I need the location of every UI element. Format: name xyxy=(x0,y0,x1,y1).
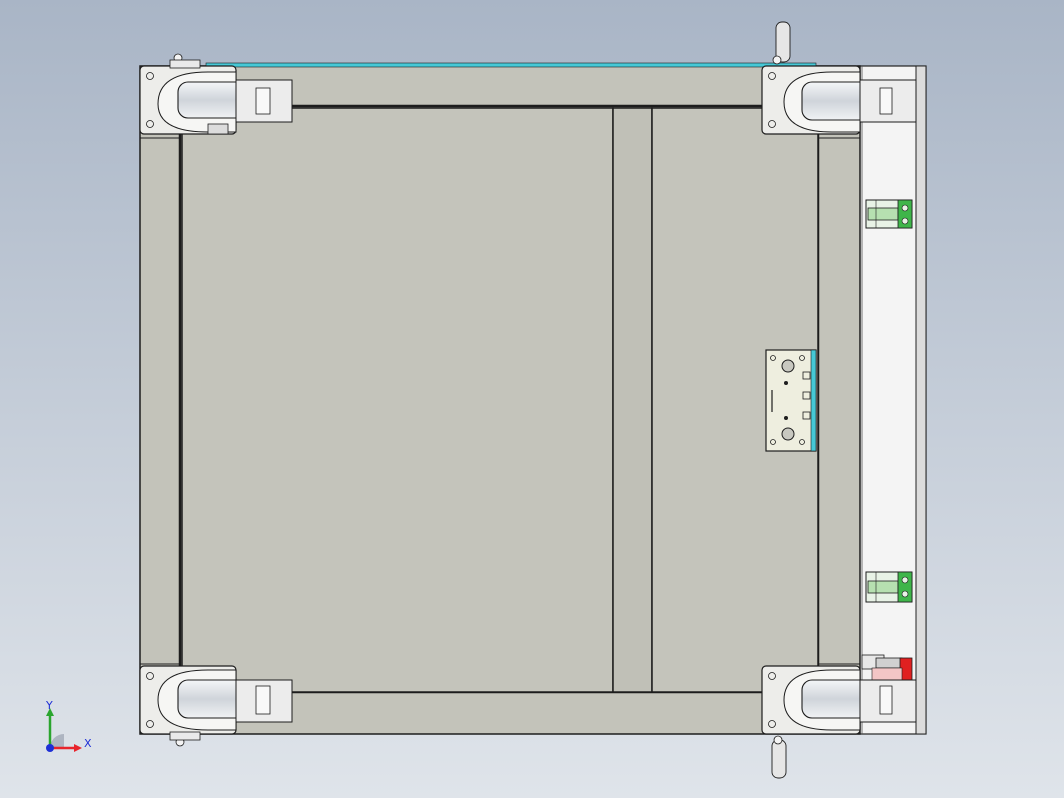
xyz-axis-triad-icon: X Y xyxy=(45,699,92,752)
frame-top-edge xyxy=(205,62,817,68)
mounting-plate-icon xyxy=(765,349,817,452)
rail-bracket-icon xyxy=(865,571,913,603)
rail-bracket-icon xyxy=(865,199,913,229)
floor-panels xyxy=(181,107,819,693)
caster-wheel-icon xyxy=(139,53,293,135)
floor-panel-right xyxy=(651,107,819,693)
caster-wheel-icon xyxy=(761,665,917,779)
latch-bracket-icon xyxy=(861,654,913,681)
caster-wheel-icon xyxy=(139,665,293,747)
floor-panel-left xyxy=(181,107,614,693)
caster-wheel-icon xyxy=(761,21,917,135)
axis-label-y: Y xyxy=(45,699,53,712)
side-rail xyxy=(857,65,927,735)
center-crossbar xyxy=(612,107,653,693)
axis-label-x: X xyxy=(84,737,92,750)
